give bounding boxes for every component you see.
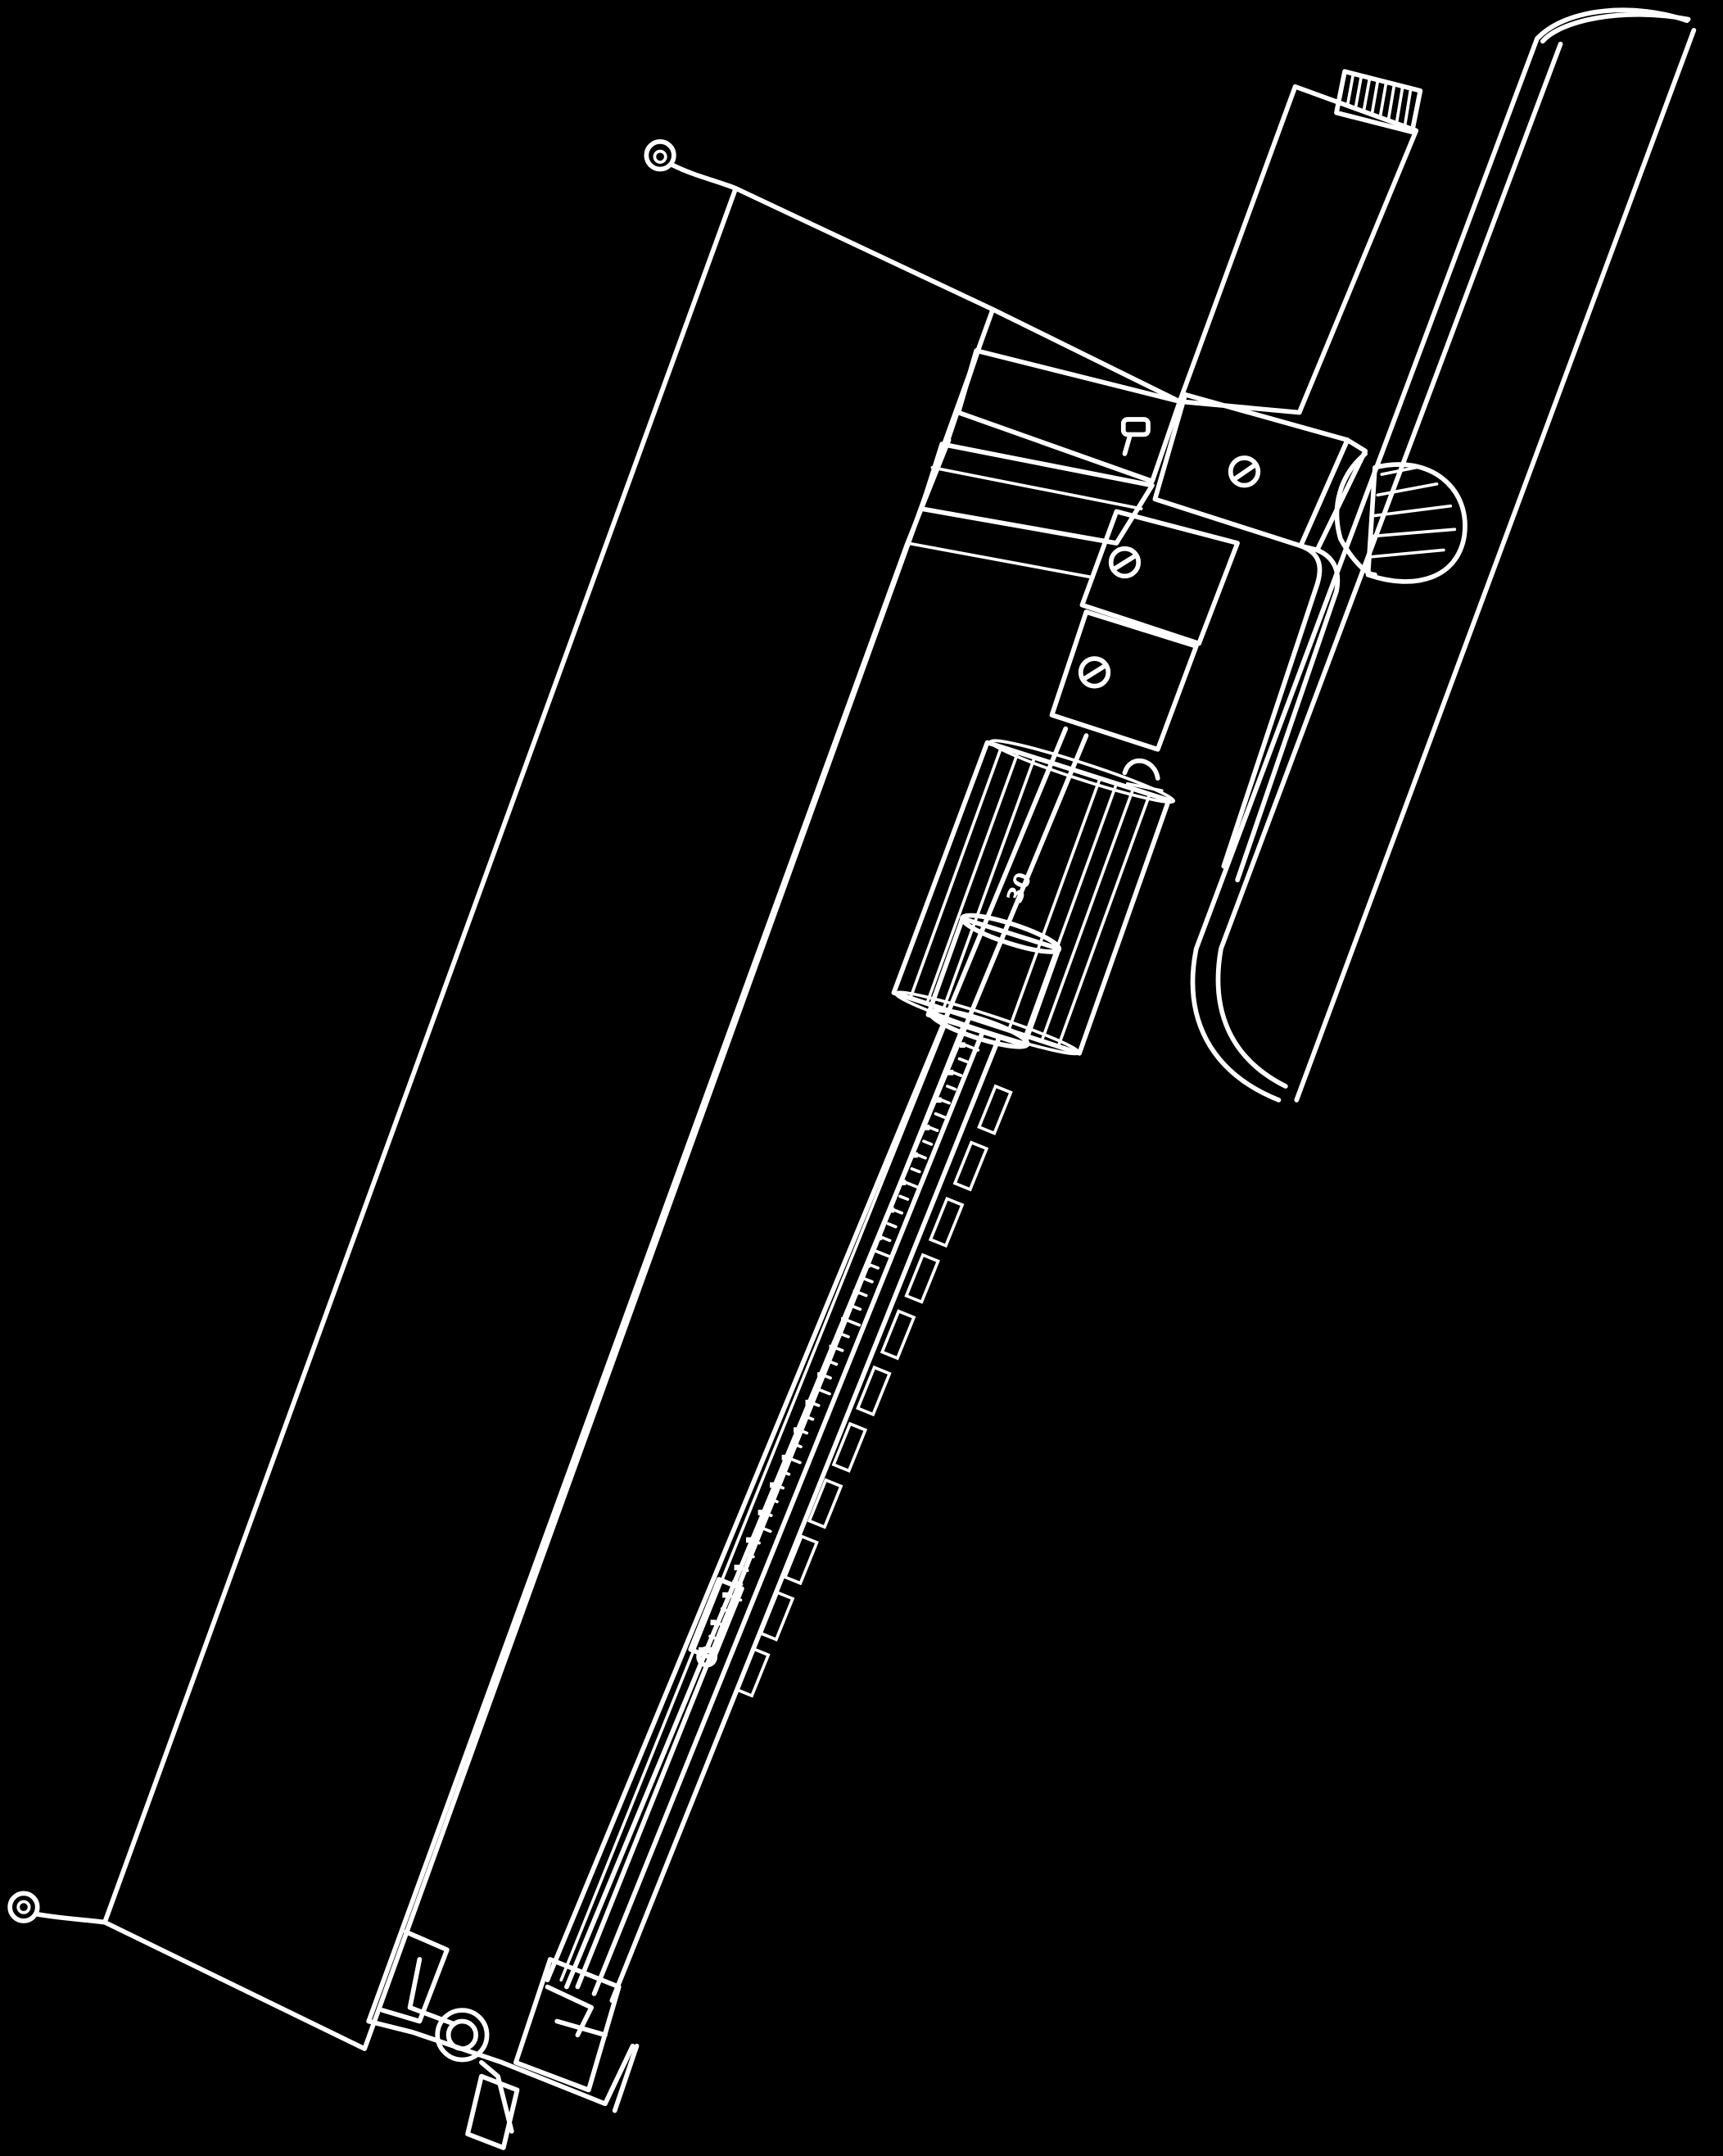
scale-tick-dot [852,1289,859,1296]
scale-tick [844,1318,862,1327]
housing-panel [102,186,996,2051]
scale-side-plates [735,1084,1013,1698]
scale-tick-dot [960,1042,966,1049]
bottom-clamp [366,1929,640,2150]
clamp-block-upper [1152,392,1368,553]
scale-tick-dot [900,1180,907,1185]
scale-tick [934,1112,950,1121]
scale-tick [928,1126,939,1132]
scale-tick-dot [710,1619,717,1626]
scale-tick-dot [794,1427,799,1434]
scale-tick [880,1235,892,1243]
scale-tick-dot [781,1454,788,1461]
clamp-block-lower [1049,609,1199,752]
scale-tick-dot [805,1399,812,1406]
scale-tick [833,1346,844,1352]
scale-side-plate [904,1252,940,1304]
scale-tick-dot [746,1537,752,1543]
scale-tick [732,1579,744,1586]
scale-side-plate [952,1140,989,1192]
scale-tick-dot [770,1482,776,1488]
scale-side-plate [735,1646,771,1698]
scale-tick [780,1470,791,1476]
scale-tick [720,1607,731,1614]
scale-tick [773,1483,785,1490]
graduated-scale: 30 [545,726,1089,2004]
scale-tick [898,1194,910,1201]
scale-tick [791,1442,803,1449]
upper-arm [919,348,1183,546]
scale-tick [744,1551,755,1559]
scale-tick-dot [757,1510,764,1515]
scale-tick-dot [722,1592,728,1598]
scale-tick [875,1249,891,1258]
thumb-wheel [1334,451,1467,584]
scale-side-plate [928,1196,965,1248]
scale-side-plate [977,1084,1013,1135]
scale-tick [868,1263,880,1270]
scale-tick [939,1098,951,1105]
scale-tick [946,1085,957,1091]
scale-tick-dot [876,1234,883,1241]
scale-tick-dot [840,1317,847,1323]
scale-ticks [699,1042,980,1655]
scale-tick [708,1634,720,1642]
scale-tick [851,1304,862,1311]
scale-tick-dot [865,1261,871,1268]
scale-tick [952,1071,963,1077]
curved-guard-bar [1190,7,1697,1103]
scale-tick-dot [817,1372,823,1378]
scale-tick [904,1180,920,1189]
scale-tick [714,1620,726,1628]
scale-tick [815,1387,831,1396]
scale-tick [762,1511,773,1517]
reservoir-cylinder [1177,69,1423,415]
scale-tick-dot [889,1207,894,1213]
scale-tick [785,1456,802,1465]
scale-tick [922,1139,934,1146]
scale-side-plate [880,1309,916,1361]
scale-tick-dot [829,1344,835,1351]
scale-tick [827,1359,839,1366]
scale-tick [892,1208,904,1215]
scale-tick [749,1538,761,1545]
scale-side-plate [783,1534,819,1586]
scale-tick [797,1428,809,1435]
scale-side-plate [856,1365,892,1417]
clamp-block-middle [906,509,1240,646]
scale-tick-dot [947,1069,954,1076]
scale-tick-dot [935,1097,942,1103]
scale-tick [821,1373,832,1380]
scale-tick [756,1524,772,1533]
scale-tick [738,1565,749,1573]
scale-tick [809,1401,821,1407]
scale-tick [862,1277,874,1284]
scale-tick [857,1291,868,1298]
scale-tick [957,1057,969,1064]
scale-side-plate [831,1421,868,1473]
scale-side-plate [807,1478,843,1529]
link-rod [1221,543,1341,883]
scale-tick [886,1222,898,1229]
rear-plate [366,306,1183,2024]
scale-tick-dot [734,1565,740,1570]
knurled-cap [1345,74,1413,125]
scale-tick-dot [912,1152,918,1158]
scale-tick [803,1415,815,1421]
bottom-hook [7,1891,107,1925]
scale-tick [839,1332,850,1338]
scale-tick [767,1497,779,1504]
scale-tick-dot [924,1125,930,1130]
scale-side-plate [758,1590,795,1642]
scale-tick [963,1043,980,1052]
knurled-drum [891,739,1176,1056]
scale-tick [916,1153,927,1160]
top-hook [644,139,739,191]
scale-tick [910,1166,921,1174]
